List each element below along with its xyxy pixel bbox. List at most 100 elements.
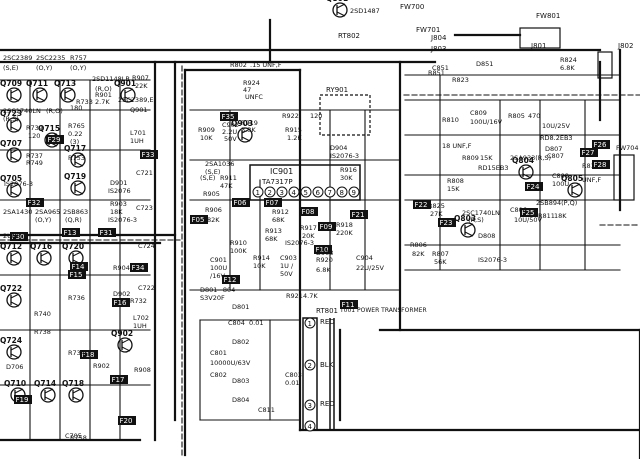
ic901-pin-9: 9 <box>348 186 360 198</box>
component-label: C901 <box>210 256 227 264</box>
svg-text:4: 4 <box>292 189 297 197</box>
component-label: R732 <box>130 297 147 305</box>
component-label: 10U/25V <box>542 122 570 130</box>
component-label: 18K <box>110 208 123 216</box>
component-label: R823 <box>452 76 469 84</box>
svg-text:2: 2 <box>308 362 312 370</box>
component-label: TA7317P <box>261 178 293 186</box>
component-label: 20K <box>302 232 315 240</box>
component-label: R740 <box>34 310 51 318</box>
component-label: D802 <box>232 338 249 346</box>
component-label: 10K <box>253 262 266 270</box>
component-label: IC901 <box>270 167 293 176</box>
component-label: D801~804 <box>200 286 235 294</box>
transistor-ref: Q901 <box>114 79 136 88</box>
transistor-q709: Q709 <box>0 79 22 103</box>
component-label: 120 <box>28 132 40 140</box>
component-label: R906 <box>205 206 222 214</box>
component-label: 15K <box>447 185 460 193</box>
transistor-q716: Q716 <box>30 242 52 266</box>
svg-text:F24: F24 <box>527 183 540 191</box>
svg-text:F12: F12 <box>224 276 237 284</box>
transistor-q723: Q723 <box>0 109 22 133</box>
component-label: C724 <box>138 242 155 250</box>
component-label: J802 <box>617 42 633 50</box>
component-label: R736 <box>68 294 85 302</box>
transistor-ref: Q903 <box>231 119 253 128</box>
component-label: R757 <box>70 54 87 62</box>
component-label: R910 <box>230 239 247 247</box>
component-label: 50V <box>224 135 237 143</box>
test-point-f17: F17 <box>110 375 128 384</box>
svg-text:3: 3 <box>280 189 284 197</box>
component-label: R812 <box>582 162 599 170</box>
component-label: 0.22 <box>68 130 82 138</box>
component-label: 2SD1148LB <box>92 75 130 83</box>
transistor-ref: Q705 <box>0 174 22 183</box>
test-point-f19: F19 <box>14 395 32 404</box>
svg-text:F26: F26 <box>594 141 607 149</box>
svg-text:F32: F32 <box>28 199 41 207</box>
component-label: C705 <box>65 432 82 440</box>
test-point-f07: F07 <box>264 198 282 207</box>
component-label: C802 <box>210 371 227 379</box>
component-label: C722 <box>138 284 155 292</box>
transistor-q719: Q719 <box>64 172 86 196</box>
transistor-q718: Q718 <box>62 379 84 403</box>
test-point-f28: F28 <box>592 160 610 169</box>
svg-text:6: 6 <box>316 189 321 197</box>
component-label: S3V20F <box>200 294 225 302</box>
transistor-ref: Q711 <box>26 79 48 88</box>
test-point-f27: F27 <box>580 148 598 157</box>
component-label: D801 <box>232 303 249 311</box>
svg-text:F23: F23 <box>440 219 453 227</box>
component-label: RD8.2EB3 <box>540 134 573 142</box>
test-point-f35: F35 <box>220 112 238 121</box>
svg-text:F13: F13 <box>64 229 77 237</box>
test-point-f26: F26 <box>592 140 610 149</box>
svg-text:F33: F33 <box>142 151 155 159</box>
component-label: R907 <box>132 74 149 82</box>
test-point-f13: F13 <box>62 228 80 237</box>
component-label: R737 <box>26 152 43 160</box>
component-label: 15K <box>480 154 493 162</box>
connector-j802 <box>597 51 613 79</box>
component-label: 2SB863 <box>63 208 88 216</box>
test-point-f22: F22 <box>413 200 431 209</box>
component-label: R903 <box>110 200 127 208</box>
component-label: R805 <box>508 112 525 120</box>
transistor-ref: Q709 <box>0 79 22 88</box>
test-point-f33: F33 <box>140 150 158 159</box>
component-label: /16V <box>210 272 225 280</box>
component-label: T001 POWER TRANSFORMER <box>339 307 427 314</box>
component-label: R734 <box>68 349 85 357</box>
transistor-q901: Q901 <box>114 79 136 103</box>
component-label: 100U <box>210 264 227 272</box>
terminal-4: 4 <box>304 420 316 432</box>
svg-text:9: 9 <box>352 189 356 197</box>
component-label: 2.7K <box>95 98 110 106</box>
component-label: 180 <box>70 104 82 112</box>
component-label: C851 <box>432 64 449 72</box>
component-label: 82K <box>207 216 220 224</box>
svg-text:F27: F27 <box>582 149 595 157</box>
ic901-pin-7: 7 <box>324 186 336 198</box>
transistor-q707: Q707 <box>0 139 22 163</box>
test-point-f25: F25 <box>520 208 538 217</box>
component-label: C903 <box>280 254 297 262</box>
component-label: 2SC2389 <box>3 54 32 62</box>
test-point-f31: F31 <box>98 228 116 237</box>
test-point-f05: F05 <box>190 215 208 224</box>
component-label: 18 UNF,F <box>442 142 472 150</box>
component-label: 2SC2389,E <box>118 96 154 104</box>
component-label: 50V <box>280 270 293 278</box>
transistor-ref: Q713 <box>54 79 76 88</box>
component-label: IS2076-3 <box>4 180 33 188</box>
transistor-ref: Q803 <box>454 214 476 223</box>
component-label: C723 <box>136 204 153 212</box>
component-label: C807 <box>547 152 564 160</box>
component-label: 18K <box>554 212 567 220</box>
